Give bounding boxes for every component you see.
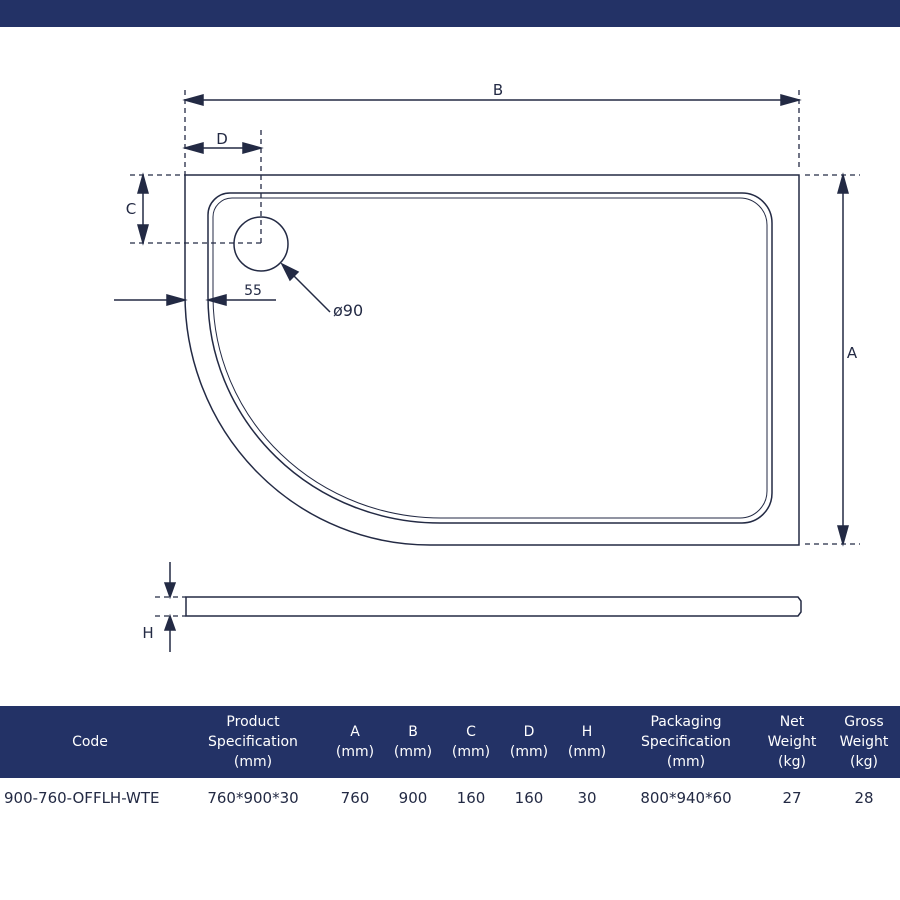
cell-h: 30 xyxy=(577,789,597,807)
tray-side-profile xyxy=(185,596,802,617)
label-d: D xyxy=(216,130,228,148)
header-code: Code xyxy=(72,734,108,750)
shower-tray-diagram: B D C A H 55 ø90 xyxy=(114,81,860,652)
cell-code: 900-760-OFFLH-WTE xyxy=(4,789,160,807)
cell-product-spec: 760*900*30 xyxy=(207,789,299,807)
tray-inner-outline-2 xyxy=(212,197,768,519)
cell-d: 160 xyxy=(514,789,544,807)
cell-gross-weight: 28 xyxy=(854,789,874,807)
waste-hole xyxy=(233,216,289,272)
label-h: H xyxy=(142,624,153,642)
label-c: C xyxy=(126,200,136,218)
cell-a: 760 xyxy=(340,789,370,807)
label-b: B xyxy=(493,81,503,99)
cell-c: 160 xyxy=(456,789,486,807)
cell-b: 900 xyxy=(398,789,428,807)
tray-outer-outline xyxy=(184,174,800,546)
label-offset-55: 55 xyxy=(244,283,262,299)
table-row: 900-760-OFFLH-WTE 760*900*30 760 900 160… xyxy=(0,778,900,818)
top-color-band xyxy=(0,0,900,27)
header-a: A(mm) xyxy=(335,724,375,760)
header-d: D(mm) xyxy=(509,724,549,760)
label-waste-diameter: ø90 xyxy=(333,301,363,320)
cell-packaging-spec: 800*940*60 xyxy=(640,789,732,807)
header-c: C(mm) xyxy=(451,724,491,760)
label-a: A xyxy=(847,344,858,362)
cell-net-weight: 27 xyxy=(782,789,802,807)
header-h: H(mm) xyxy=(567,724,607,760)
tray-inner-outline xyxy=(207,192,773,524)
header-b: B(mm) xyxy=(393,724,433,760)
